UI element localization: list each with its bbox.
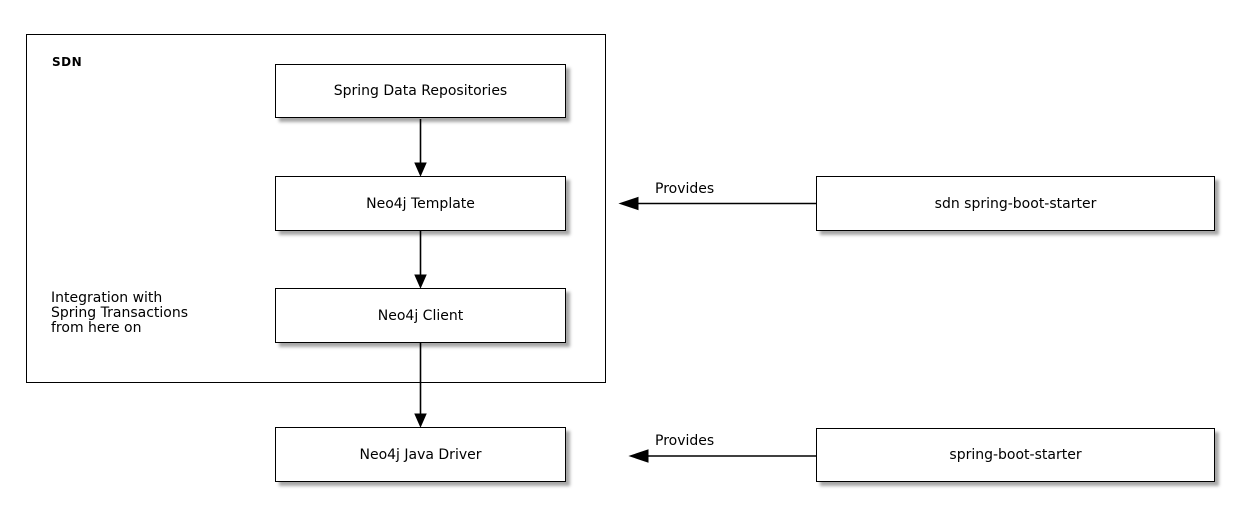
arrow-boot-starter-provides	[628, 449, 817, 463]
node-neo4j-template: Neo4j Template	[275, 176, 566, 231]
node-spring-data-repositories-label: Spring Data Repositories	[333, 83, 508, 99]
arrow-sdn-starter-provides	[618, 196, 816, 211]
sdn-container-label: SDN	[52, 55, 83, 69]
transactions-note-line-2: Spring Transactions	[51, 305, 189, 321]
sdn-container: SDN	[26, 34, 606, 383]
transactions-note: Integration with Spring Transactions fro…	[51, 291, 188, 336]
node-spring-boot-starter: spring-boot-starter	[816, 428, 1215, 482]
node-sdn-spring-boot-starter-label: sdn spring-boot-starter	[934, 195, 1097, 212]
provides-label-bottom: Provides	[655, 433, 715, 449]
transactions-note-line-3: from here on	[51, 320, 142, 336]
node-neo4j-java-driver-label: Neo4j Java Driver	[359, 446, 482, 463]
node-neo4j-template-label: Neo4j Template	[366, 195, 475, 212]
transactions-note-line-1: Integration with	[51, 290, 163, 306]
node-sdn-spring-boot-starter: sdn spring-boot-starter	[816, 176, 1215, 231]
node-spring-data-repositories: Spring Data Repositories	[275, 64, 566, 118]
node-neo4j-client-label: Neo4j Client	[377, 307, 464, 324]
node-neo4j-client: Neo4j Client	[275, 288, 566, 343]
provides-label-top: Provides	[655, 181, 715, 197]
node-neo4j-java-driver: Neo4j Java Driver	[275, 427, 566, 482]
node-spring-boot-starter-label: spring-boot-starter	[949, 447, 1082, 463]
